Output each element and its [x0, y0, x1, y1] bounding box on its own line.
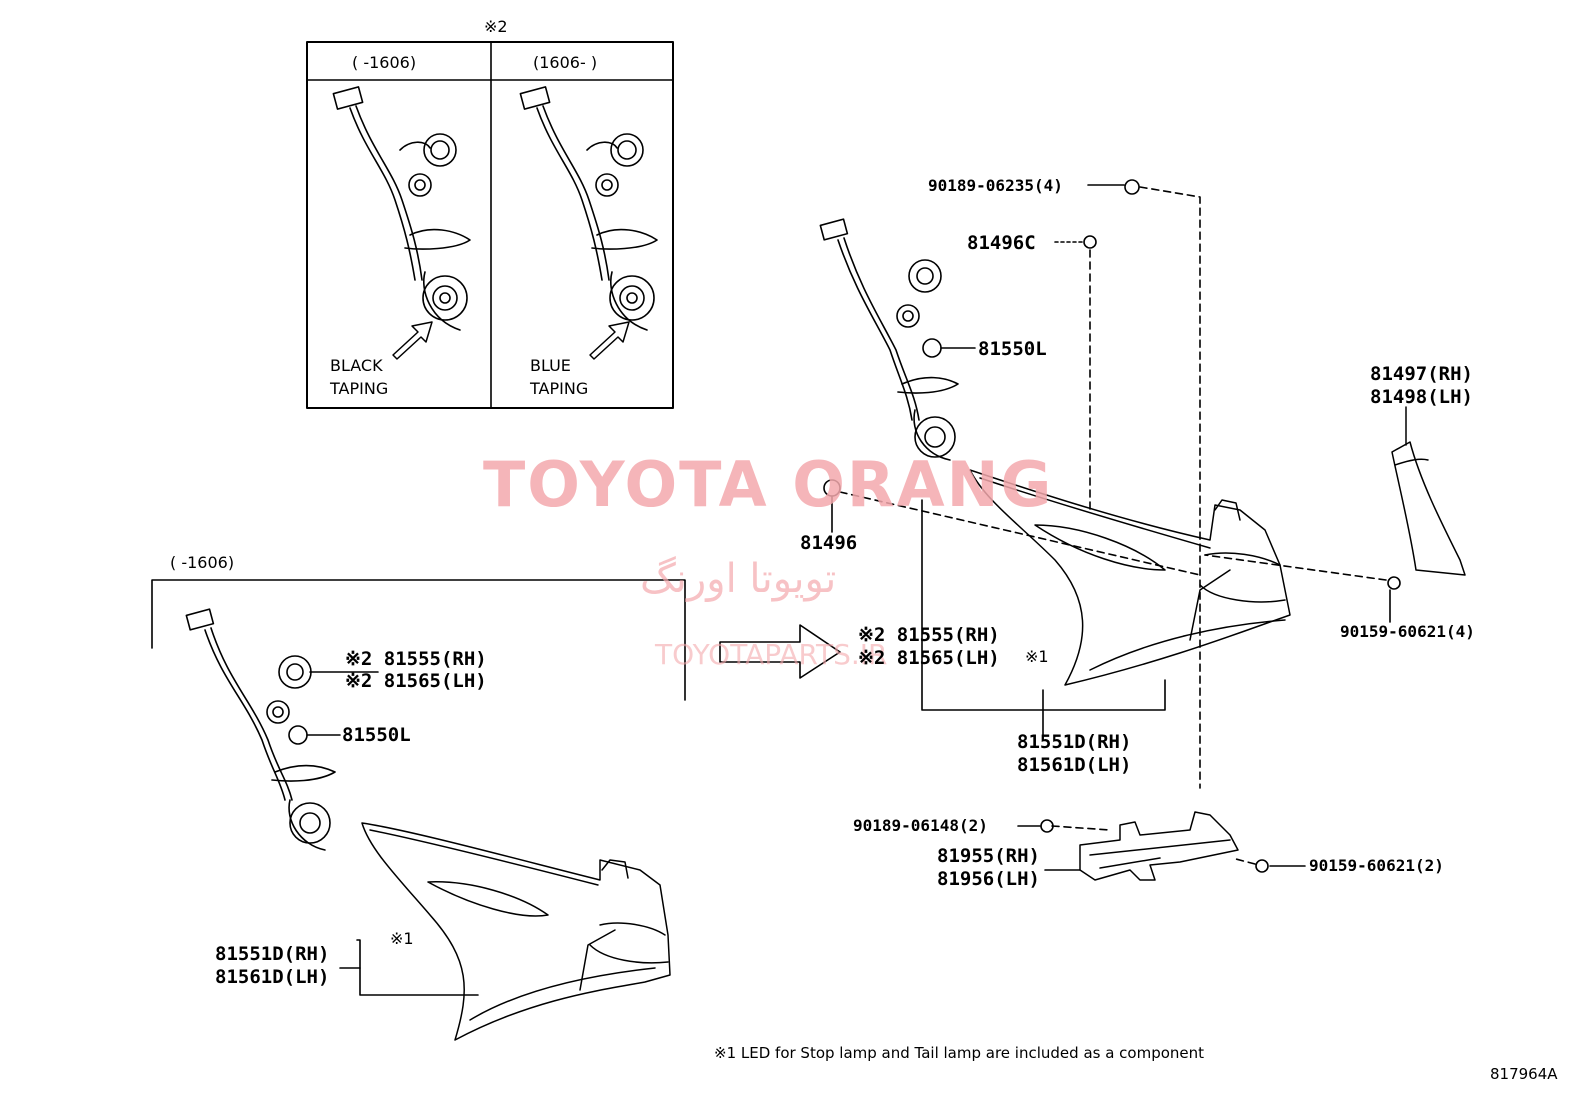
- watermark-farsi: تویوتا اورنگ: [640, 556, 837, 602]
- right-socket-lh-label[interactable]: ※2 81565(LH): [858, 647, 1000, 669]
- right-bracket-drawing: [1079, 811, 1239, 881]
- right-screw-bracket-right-label[interactable]: 90159-60621(2): [1309, 856, 1444, 875]
- left-lamp-note: ※1: [390, 929, 414, 948]
- watermark-brand: TOYOTA ORANG: [483, 448, 1054, 521]
- right-lamp-drawing: [969, 469, 1291, 686]
- inset-note-mark: ※2: [484, 17, 508, 36]
- inset-left-harness-drawing: [332, 86, 471, 360]
- left-socket-rh-label[interactable]: ※2 81555(RH): [345, 648, 487, 670]
- right-cover-drawing: [1391, 406, 1466, 576]
- right-screw-top-label[interactable]: 90189-06235(4): [928, 176, 1063, 195]
- left-range-bracket: [151, 579, 686, 701]
- inset-left-taping-1: BLACK: [330, 356, 383, 375]
- right-cover-rh-label[interactable]: 81497(RH): [1370, 363, 1473, 385]
- screw-bracket-right-drawing: [1255, 859, 1269, 873]
- right-screw-bracket-left-label[interactable]: 90189-06148(2): [853, 816, 988, 835]
- screw-top-drawing: [1124, 179, 1140, 195]
- screw-right-drawing: [1387, 576, 1401, 590]
- left-range-header: ( -1606): [170, 553, 235, 572]
- right-harness-drawing: [819, 218, 976, 461]
- left-harness-drawing: [185, 608, 379, 851]
- right-nut-label[interactable]: 81496C: [967, 232, 1036, 254]
- inset-left-taping-2: TAPING: [330, 379, 389, 398]
- inset-left-header: ( -1606): [352, 53, 417, 72]
- left-lamp-drawing: [361, 822, 671, 1041]
- diagram-id: 817964A: [1490, 1065, 1558, 1083]
- right-screw-right-label[interactable]: 90159-60621(4): [1340, 622, 1475, 641]
- left-bulb-label[interactable]: 81550L: [342, 724, 411, 746]
- left-lamp-leader: [339, 939, 479, 996]
- left-lamp-rh-label[interactable]: 81551D(RH): [215, 943, 330, 965]
- right-grommet-label[interactable]: 81496: [800, 532, 858, 554]
- right-lamp-lh-label[interactable]: 81561D(LH): [1017, 754, 1132, 776]
- right-leaders: [831, 184, 1391, 871]
- watermark-url: TOYOTAPARTS.IR: [655, 638, 888, 671]
- inset-right-harness-drawing: [519, 86, 658, 360]
- footnote: ※1 LED for Stop lamp and Tail lamp are i…: [714, 1044, 1205, 1062]
- right-lamp-rh-label[interactable]: 81551D(RH): [1017, 731, 1132, 753]
- right-bracket-lh-label[interactable]: 81956(LH): [937, 868, 1040, 890]
- inset-box: [306, 41, 674, 409]
- inset-right-taping-1: BLUE: [530, 356, 571, 375]
- left-socket-lh-label[interactable]: ※2 81565(LH): [345, 670, 487, 692]
- right-socket-rh-label[interactable]: ※2 81555(RH): [858, 624, 1000, 646]
- left-lamp-lh-label[interactable]: 81561D(LH): [215, 966, 330, 988]
- right-dashed-lines: [839, 186, 1387, 865]
- right-cover-lh-label[interactable]: 81498(LH): [1370, 386, 1473, 408]
- right-lamp-note: ※1: [1025, 647, 1049, 666]
- right-bracket-rh-label[interactable]: 81955(RH): [937, 845, 1040, 867]
- right-bulb-label[interactable]: 81550L: [978, 338, 1047, 360]
- inset-right-taping-2: TAPING: [530, 379, 589, 398]
- nut-drawing: [1083, 235, 1097, 249]
- inset-right-header: (1606- ): [533, 53, 598, 72]
- flow-arrow: [719, 624, 841, 679]
